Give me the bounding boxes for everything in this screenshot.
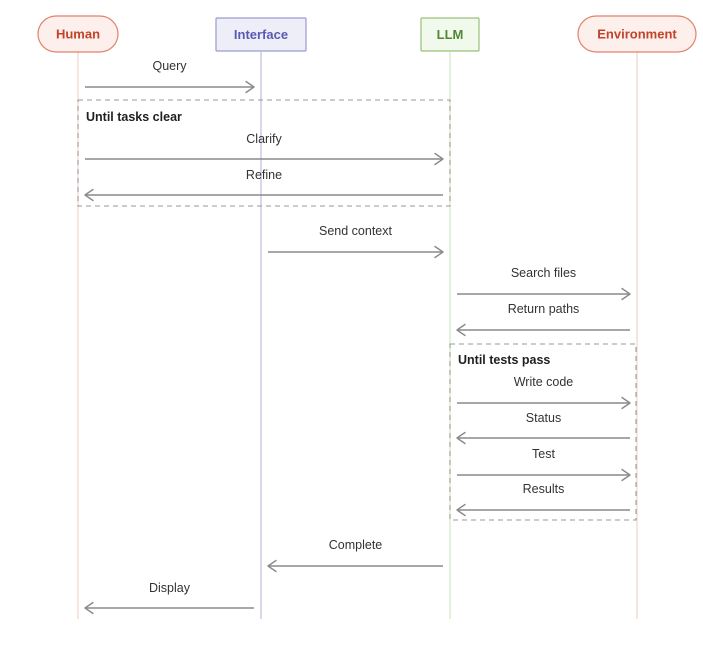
message-m3: Refine (84, 168, 443, 202)
message-arrowhead-m9 (621, 468, 631, 482)
message-arrowhead-m11 (267, 559, 277, 573)
message-m5: Search files (457, 266, 631, 301)
participant-label-human: Human (56, 26, 100, 41)
participant-label-environment: Environment (597, 26, 677, 41)
message-label-m3: Refine (246, 168, 282, 182)
lifelines-layer (77, 52, 638, 619)
message-arrowhead-m6 (456, 323, 466, 337)
message-label-m2: Clarify (246, 132, 282, 146)
message-m10: Results (456, 482, 630, 517)
participant-environment[interactable]: Environment (577, 15, 697, 53)
message-arrowhead-m3 (84, 188, 94, 202)
message-m7: Write code (457, 375, 631, 410)
message-label-m5: Search files (511, 266, 576, 280)
message-label-m11: Complete (329, 538, 383, 552)
message-label-m9: Test (532, 447, 555, 461)
message-label-m6: Return paths (508, 302, 580, 316)
message-arrowhead-m2 (434, 152, 444, 166)
participant-box-human[interactable] (37, 15, 119, 53)
message-label-m12: Display (149, 581, 191, 595)
loop-frame-loop-tests (449, 343, 637, 521)
message-m11: Complete (267, 538, 443, 573)
message-label-m10: Results (523, 482, 565, 496)
message-arrowhead-m12 (84, 601, 94, 615)
message-label-m1: Query (152, 59, 187, 73)
loop-title-loop-tasks: Until tasks clear (86, 110, 182, 124)
message-label-m4: Send context (319, 224, 392, 238)
message-m8: Status (456, 411, 630, 445)
message-m6: Return paths (456, 302, 630, 337)
message-m9: Test (457, 447, 631, 482)
message-label-m8: Status (526, 411, 561, 425)
message-m1: Query (85, 59, 255, 94)
message-arrowhead-m1 (245, 80, 255, 94)
message-arrowhead-m7 (621, 396, 631, 410)
participants-layer: Human Interface LLM Environment (37, 15, 697, 53)
participant-box-llm[interactable] (420, 17, 480, 52)
participant-box-interface[interactable] (215, 17, 307, 52)
participant-box-environment[interactable] (577, 15, 697, 53)
participant-interface[interactable]: Interface (215, 17, 307, 52)
participant-label-llm: LLM (437, 27, 464, 42)
loop-frame-loop-tasks (77, 99, 451, 207)
loop-title-loop-tests: Until tests pass (458, 353, 550, 367)
participant-human[interactable]: Human (37, 15, 119, 53)
participant-label-interface: Interface (234, 27, 288, 42)
message-label-m7: Write code (514, 375, 574, 389)
message-arrowhead-m8 (456, 431, 466, 445)
message-arrowhead-m4 (434, 245, 444, 259)
participant-llm[interactable]: LLM (420, 17, 480, 52)
message-m2: Clarify (85, 132, 444, 166)
message-m4: Send context (268, 224, 444, 259)
message-m12: Display (84, 581, 254, 615)
message-arrowhead-m10 (456, 503, 466, 517)
message-arrowhead-m5 (621, 287, 631, 301)
